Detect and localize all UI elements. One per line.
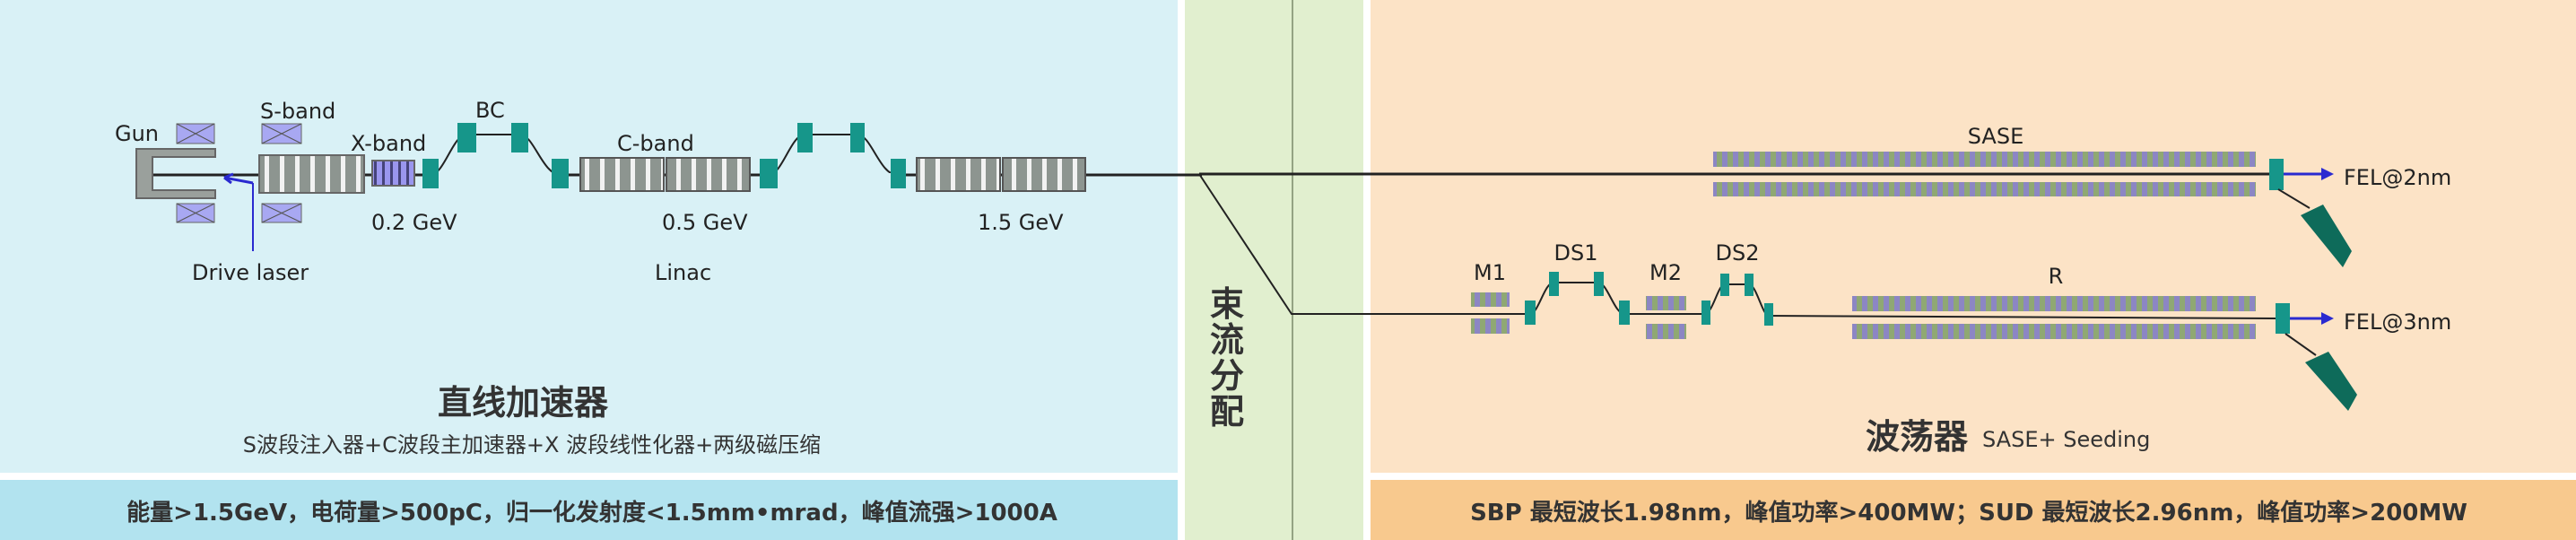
label-bc: BC (475, 98, 505, 123)
fel-arrow-icon (2321, 168, 2334, 180)
undulator-specs: SBP 最短波长1.98nm，峰值功率>400MW；SUD 最短波长2.96nm… (1470, 499, 2467, 527)
undulator-segment (1713, 152, 2256, 167)
label-m2: M2 (1649, 260, 1682, 285)
beam-dump-icon (2305, 352, 2357, 411)
label-energy-0-5: 0.5 GeV (662, 210, 748, 235)
label-energy-1-5: 1.5 GeV (978, 210, 1064, 235)
dipole-magnet-icon (1525, 272, 1773, 326)
dipole-magnet-icon (2269, 159, 2284, 190)
sase-line (1199, 152, 2352, 267)
beam-split-line (1198, 173, 1471, 315)
fel-arrow-icon (2321, 312, 2334, 325)
x-band-cavity (371, 160, 415, 187)
c-band-cavity (579, 157, 665, 192)
undulator-panel (1371, 0, 2576, 473)
linac-specs-bar (0, 480, 1178, 540)
undulator-specs-bar (1371, 480, 2576, 540)
svg-text:束: 束 (1210, 284, 1244, 324)
modulator-m2 (1646, 296, 1686, 339)
label-r: R (2049, 264, 2064, 289)
beam-dump-icon (2301, 205, 2352, 267)
label-s-band: S-band (260, 99, 335, 124)
undulator-segment (1852, 296, 2256, 311)
distribution-panel (1185, 0, 1363, 540)
label-x-band: X-band (351, 131, 426, 156)
label-energy-0-2: 0.2 GeV (371, 210, 457, 235)
s-band-cavity (258, 154, 365, 194)
drive-laser-arrow-icon (223, 172, 254, 185)
linac-subtitle: S波段注入器+C波段主加速器+X 波段线性化器+两级磁压缩 (243, 432, 821, 457)
undulator-segment (1713, 182, 2256, 196)
label-linac: Linac (655, 260, 711, 285)
label-m1: M1 (1474, 260, 1506, 285)
label-drive-laser: Drive laser (192, 260, 309, 285)
linac-specs: 能量>1.5GeV，电荷量>500pC，归一化发射度<1.5mm•mrad，峰值… (126, 499, 1057, 527)
dipole-magnet-icon (2276, 303, 2290, 334)
undulator-title-note: SASE+ Seeding (1982, 427, 2150, 452)
svg-text:分: 分 (1210, 356, 1244, 396)
linac-panel (0, 0, 1178, 473)
label-fel-3nm: FEL@3nm (2344, 309, 2451, 335)
linac-beamline (135, 123, 1202, 251)
c-band-cavity (916, 157, 1001, 192)
dipole-magnet-icon (422, 123, 906, 188)
electron-gun (135, 148, 216, 199)
solenoid-icon (176, 123, 302, 223)
label-ds1: DS1 (1554, 240, 1598, 266)
modulator-m1 (1471, 292, 1510, 334)
svg-text:流: 流 (1210, 320, 1244, 360)
label-c-band: C-band (617, 131, 694, 156)
label-sase: SASE (1968, 124, 2024, 149)
label-ds2: DS2 (1716, 240, 1760, 266)
distribution-title: 束 流 分 配 (1210, 284, 1244, 431)
seeding-line (1471, 272, 2357, 411)
linac-title: 直线加速器 (438, 383, 609, 422)
undulator-title: 波荡器 (1866, 417, 1969, 457)
label-fel-2nm: FEL@2nm (2344, 165, 2451, 190)
undulator-segment (1852, 324, 2256, 339)
svg-text:配: 配 (1210, 392, 1244, 431)
c-band-cavity (1002, 157, 1086, 192)
label-gun: Gun (115, 121, 159, 146)
c-band-cavity (666, 157, 751, 192)
